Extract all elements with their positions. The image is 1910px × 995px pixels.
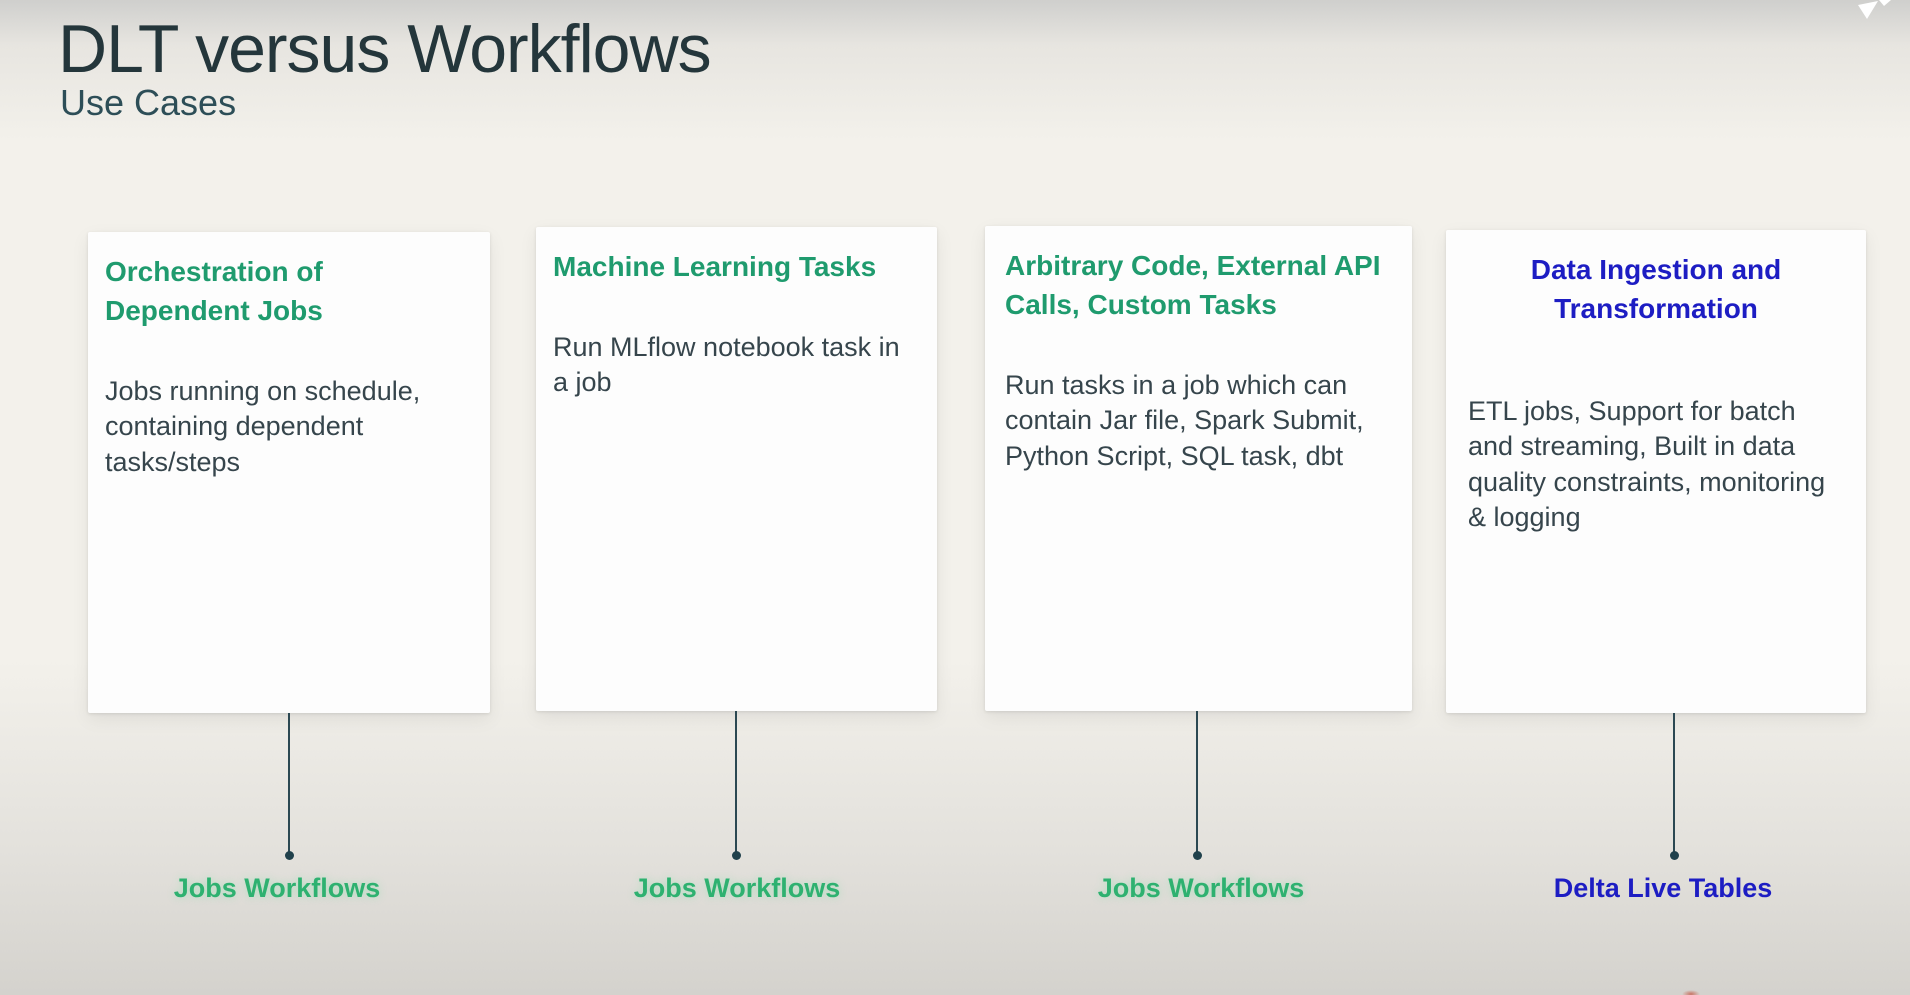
connector-dot xyxy=(731,851,741,860)
connector-line xyxy=(288,713,290,852)
cursor-arrow-icon xyxy=(1858,0,1891,19)
product-label-jobs-workflows-3: Jobs Workflows xyxy=(1097,873,1305,903)
card-heading: Arbitrary Code, External API Calls, Cust… xyxy=(1005,250,1381,321)
product-label-jobs-workflows-1: Jobs Workflows xyxy=(173,873,381,903)
connector-line xyxy=(1673,713,1675,852)
slide-subtitle: Use Cases xyxy=(60,82,237,123)
card-body: Run tasks in a job which can contain Jar… xyxy=(1005,370,1364,471)
product-label-delta-live-tables: Delta Live Tables xyxy=(1553,873,1773,903)
product-label-jobs-workflows-2: Jobs Workflows xyxy=(633,873,841,903)
connector-line-1 xyxy=(284,713,294,860)
connector-line xyxy=(735,711,737,852)
connector-line-3 xyxy=(1192,711,1202,860)
card-body: ETL jobs, Support for batch and streamin… xyxy=(1468,396,1826,532)
connector-line xyxy=(1196,711,1198,852)
card-heading: Data Ingestion and Transformation xyxy=(1530,254,1782,325)
connector-line-2 xyxy=(731,711,741,860)
red-dot-mark xyxy=(1682,990,1700,995)
use-case-card-arbitrary-code: Arbitrary Code, External API Calls, Cust… xyxy=(985,226,1412,711)
connector-dot xyxy=(1192,851,1202,860)
use-case-card-data-ingestion: Data Ingestion and Transformation ETL jo… xyxy=(1446,230,1866,713)
connector-dot xyxy=(1669,851,1679,860)
connector-line-4 xyxy=(1669,713,1679,860)
slide-title: DLT versus Workflows xyxy=(58,11,712,87)
card-heading: Machine Learning Tasks xyxy=(553,251,877,282)
card-body: Jobs running on schedule, containing dep… xyxy=(105,376,421,477)
use-case-card-ml-tasks: Machine Learning Tasks Run MLflow notebo… xyxy=(536,227,937,711)
card-heading: Orchestration of Dependent Jobs xyxy=(105,256,323,327)
card-body: Run MLflow notebook task in a job xyxy=(553,332,900,398)
connector-dot xyxy=(284,851,294,860)
use-case-card-orchestration: Orchestration of Dependent Jobs Jobs run… xyxy=(88,232,490,713)
